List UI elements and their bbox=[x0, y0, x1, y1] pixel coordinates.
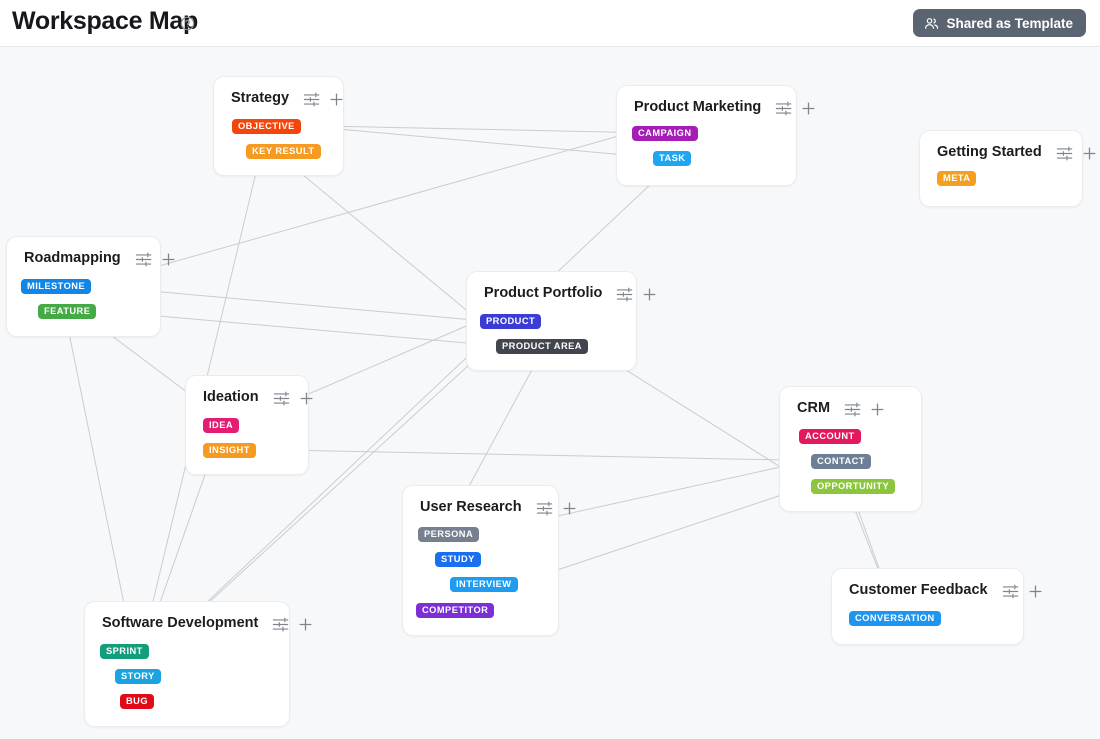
badge-account[interactable]: ACCOUNT bbox=[799, 429, 861, 444]
plus-icon[interactable] bbox=[801, 101, 816, 116]
edge bbox=[137, 164, 672, 668]
sliders-icon[interactable] bbox=[844, 401, 861, 418]
card-tools-getting-started bbox=[1056, 145, 1097, 162]
badge-task[interactable]: TASK bbox=[653, 151, 692, 166]
card-tools-user-research bbox=[536, 500, 577, 517]
badge-persona[interactable]: PERSONA bbox=[418, 527, 480, 542]
badge-bug[interactable]: BUG bbox=[120, 694, 155, 709]
question-circle-icon[interactable] bbox=[180, 16, 195, 31]
card-title-customer-feedback: Customer Feedback bbox=[849, 582, 988, 598]
card-title-product-portfolio: Product Portfolio bbox=[484, 285, 603, 301]
badge-milestone[interactable]: MILESTONE bbox=[21, 279, 92, 294]
card-title-crm: CRM bbox=[797, 400, 831, 416]
badge-meta[interactable]: META bbox=[937, 171, 977, 186]
card-title-roadmapping: Roadmapping bbox=[24, 250, 121, 266]
badge-study[interactable]: STUDY bbox=[435, 552, 481, 567]
plus-icon[interactable] bbox=[1082, 146, 1097, 161]
badge-interview[interactable]: INTERVIEW bbox=[450, 577, 518, 592]
sliders-icon[interactable] bbox=[303, 91, 320, 108]
shared-as-template-label: Shared as Template bbox=[946, 15, 1073, 31]
badge-contact[interactable]: CONTACT bbox=[811, 454, 871, 469]
card-tools-product-marketing bbox=[775, 100, 816, 117]
card-title-software-development: Software Development bbox=[102, 615, 259, 631]
card-title-ideation: Ideation bbox=[203, 389, 259, 405]
edge bbox=[299, 125, 652, 158]
card-tools-crm bbox=[844, 401, 885, 418]
sliders-icon[interactable] bbox=[616, 286, 633, 303]
badge-product-area[interactable]: PRODUCT AREA bbox=[496, 339, 588, 354]
sliders-icon[interactable] bbox=[1056, 145, 1073, 162]
badge-key-result[interactable]: KEY RESULT bbox=[246, 144, 321, 159]
sliders-icon[interactable] bbox=[273, 390, 290, 407]
plus-icon[interactable] bbox=[1028, 584, 1043, 599]
edge bbox=[254, 449, 810, 461]
card-tools-ideation bbox=[273, 390, 314, 407]
badge-feature[interactable]: FEATURE bbox=[38, 304, 97, 319]
sliders-icon[interactable] bbox=[775, 100, 792, 117]
card-title-user-research: User Research bbox=[420, 499, 522, 515]
badge-sprint[interactable]: SPRINT bbox=[100, 644, 149, 659]
card-title-strategy: Strategy bbox=[231, 90, 290, 106]
plus-icon[interactable] bbox=[299, 391, 314, 406]
people-icon bbox=[924, 16, 939, 31]
edge bbox=[516, 486, 810, 584]
edge bbox=[94, 310, 495, 346]
page-header: Workspace Map Shared as Template bbox=[0, 0, 1100, 47]
edge bbox=[282, 157, 480, 321]
sliders-icon[interactable] bbox=[272, 616, 289, 633]
edge bbox=[299, 125, 631, 133]
badge-opportunity[interactable]: OPPORTUNITY bbox=[811, 479, 896, 494]
card-title-product-marketing: Product Marketing bbox=[634, 99, 762, 115]
badge-competitor[interactable]: COMPETITOR bbox=[416, 603, 495, 618]
plus-icon[interactable] bbox=[562, 501, 577, 516]
plus-icon[interactable] bbox=[642, 287, 657, 302]
badge-story[interactable]: STORY bbox=[115, 669, 161, 684]
plus-icon[interactable] bbox=[329, 92, 344, 107]
plus-icon[interactable] bbox=[298, 617, 313, 632]
card-tools-product-portfolio bbox=[616, 286, 657, 303]
edge bbox=[89, 133, 631, 286]
plus-icon[interactable] bbox=[161, 252, 176, 267]
plus-icon[interactable] bbox=[870, 402, 885, 417]
badge-campaign[interactable]: CAMPAIGN bbox=[632, 126, 698, 141]
card-crm[interactable]: CRM ACCOUNT CONTACT OPPORTUNITY bbox=[779, 386, 922, 512]
badge-conversation[interactable]: CONVERSATION bbox=[849, 611, 941, 626]
card-tools-roadmapping bbox=[135, 251, 176, 268]
sliders-icon[interactable] bbox=[1002, 583, 1019, 600]
badge-insight[interactable]: INSIGHT bbox=[203, 443, 256, 458]
page-title: Workspace Map bbox=[12, 7, 198, 35]
card-tools-customer-feedback bbox=[1002, 583, 1043, 600]
badge-product[interactable]: PRODUCT bbox=[480, 314, 542, 329]
shared-as-template-button[interactable]: Shared as Template bbox=[913, 9, 1086, 37]
card-tools-strategy bbox=[303, 91, 344, 108]
card-title-getting-started: Getting Started bbox=[937, 144, 1042, 160]
sliders-icon[interactable] bbox=[536, 500, 553, 517]
sliders-icon[interactable] bbox=[135, 251, 152, 268]
badge-idea[interactable]: IDEA bbox=[203, 418, 240, 433]
card-tools-software-development bbox=[272, 616, 313, 633]
badge-objective[interactable]: OBJECTIVE bbox=[232, 119, 301, 134]
